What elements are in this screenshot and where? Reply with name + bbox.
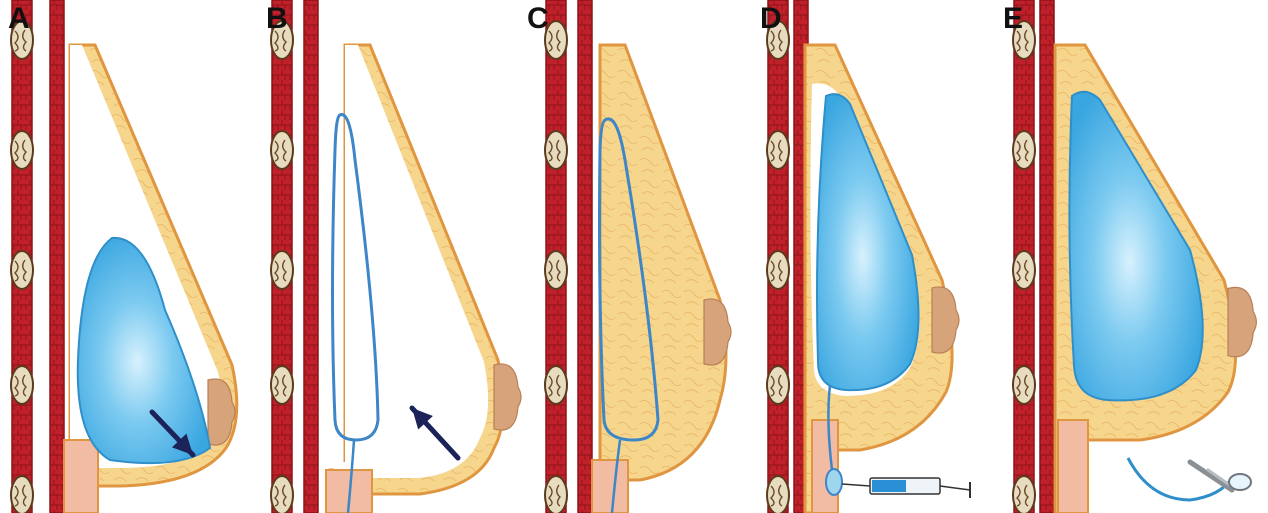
rib-cross-section [271, 251, 293, 289]
rib-cross-section [271, 476, 293, 513]
rib-cross-section [545, 366, 567, 404]
rib-cross-section [1013, 131, 1035, 169]
pectoral-muscle [304, 0, 318, 513]
nipple [1228, 287, 1256, 356]
pocket-space [334, 45, 488, 478]
panel-d [767, 0, 970, 513]
rib-cross-section [11, 131, 33, 169]
rib-cross-section [11, 476, 33, 513]
rib-cross-section [11, 251, 33, 289]
nipple [494, 364, 521, 430]
rib-cross-section [271, 366, 293, 404]
syringe-fluid [872, 480, 906, 492]
nipple [932, 287, 959, 353]
panel-label-a: A [8, 4, 30, 34]
panel-label-c: C [527, 4, 549, 34]
subcutaneous-tissue [812, 420, 838, 513]
rib-cross-section [767, 366, 789, 404]
panel-label-e: E [1003, 4, 1023, 34]
syringe-needle [842, 484, 870, 486]
rib-cross-section [11, 366, 33, 404]
panel-c [545, 0, 731, 513]
panel-b [271, 0, 521, 513]
rib-cross-section [1013, 366, 1035, 404]
panel-label-b: B [266, 4, 288, 34]
pectoral-muscle [50, 0, 64, 513]
pectoral-muscle [578, 0, 592, 513]
rib-cross-section [545, 131, 567, 169]
syringe-plunger [940, 486, 970, 490]
panel-label-d: D [760, 4, 782, 34]
rib-cross-section [1013, 251, 1035, 289]
rib-cross-section [545, 476, 567, 513]
rib-cross-section [545, 251, 567, 289]
subcutaneous-tissue [64, 440, 98, 513]
rib-cross-section [271, 131, 293, 169]
rib-cross-section [1013, 476, 1035, 513]
rib-cross-section [767, 476, 789, 513]
forceps-tip [1229, 474, 1251, 490]
skin-fat-layer [600, 45, 726, 480]
panel-e [1013, 0, 1256, 513]
subcutaneous-tissue [592, 460, 628, 513]
rib-cross-section [767, 131, 789, 169]
pectoral-muscle [1040, 0, 1054, 513]
subcutaneous-tissue [1058, 420, 1088, 513]
panel-a [11, 0, 237, 513]
forceps-arm [1190, 462, 1232, 490]
rib-cross-section [767, 251, 789, 289]
injection-port [826, 469, 842, 495]
